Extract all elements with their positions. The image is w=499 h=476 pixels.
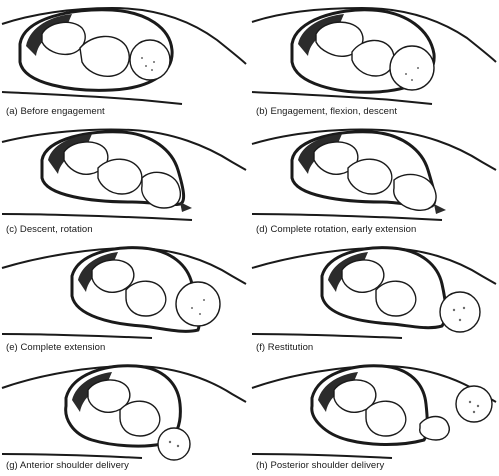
caption-complete-extension: (e) Complete extension <box>6 342 105 353</box>
caption-engagement-flexion-descent: (b) Engagement, flexion, descent <box>256 106 397 117</box>
caption-restitution: (f) Restitution <box>256 342 313 353</box>
panel-complete-rotation-early-extension: (d) Complete rotation, early extension <box>252 122 496 234</box>
caption-complete-rotation-early-extension: (d) Complete rotation, early extension <box>256 224 416 235</box>
caption-descent-rotation: (c) Descent, rotation <box>6 224 93 235</box>
caption-posterior-shoulder-delivery: (h) Posterior shoulder delivery <box>256 460 384 471</box>
illustration-engagement <box>252 4 496 104</box>
panel-before-engagement: (a) Before engagement <box>2 4 246 116</box>
panel-complete-extension: (e) Complete extension <box>2 240 246 352</box>
caption-before-engagement: (a) Before engagement <box>6 106 105 117</box>
panel-engagement-flexion-descent: (b) Engagement, flexion, descent <box>252 4 496 116</box>
illustration-complete-rotation <box>252 122 496 222</box>
caption-anterior-shoulder-delivery: (g) Anterior shoulder delivery <box>6 460 129 471</box>
illustration-restitution <box>252 240 496 340</box>
illustration-before-engagement <box>2 4 246 104</box>
panel-descent-rotation: (c) Descent, rotation <box>2 122 246 234</box>
illustration-posterior-shoulder <box>252 358 496 458</box>
illustration-complete-extension <box>2 240 246 340</box>
panel-restitution: (f) Restitution <box>252 240 496 352</box>
illustration-descent-rotation <box>2 122 246 222</box>
panel-posterior-shoulder-delivery: (h) Posterior shoulder delivery <box>252 358 496 470</box>
illustration-anterior-shoulder <box>2 358 246 458</box>
panel-anterior-shoulder-delivery: (g) Anterior shoulder delivery <box>2 358 246 470</box>
